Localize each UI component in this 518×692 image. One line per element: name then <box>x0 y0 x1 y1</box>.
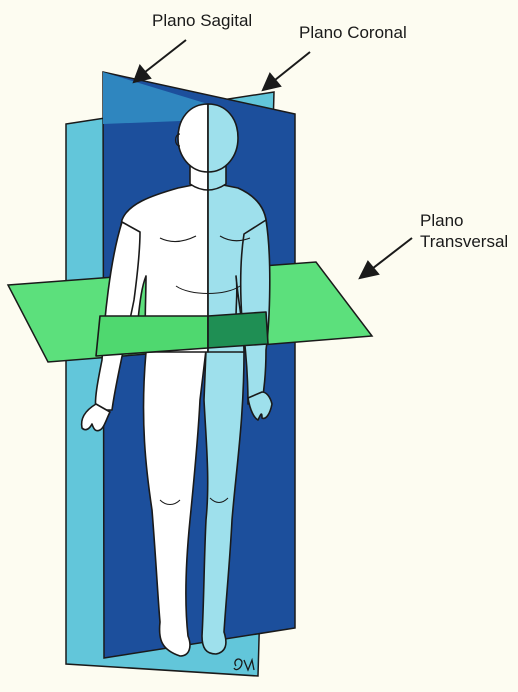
transverse-label-line1: Plano <box>420 210 508 231</box>
coronal-plane-label: Plano Coronal <box>299 22 407 43</box>
sagittal-plane-label: Plano Sagital <box>152 10 252 31</box>
transverse-plane-label: Plano Transversal <box>420 210 508 252</box>
transverse-band-left <box>96 316 208 356</box>
sagittal-arrow <box>140 40 186 76</box>
coronal-arrowhead <box>263 74 280 90</box>
sagittal-arrowhead <box>134 66 150 82</box>
coronal-arrow <box>270 52 310 84</box>
transverse-arrow <box>368 238 412 272</box>
transverse-band-right <box>208 312 268 348</box>
transverse-arrowhead <box>360 262 378 278</box>
transverse-label-line2: Transversal <box>420 231 508 252</box>
